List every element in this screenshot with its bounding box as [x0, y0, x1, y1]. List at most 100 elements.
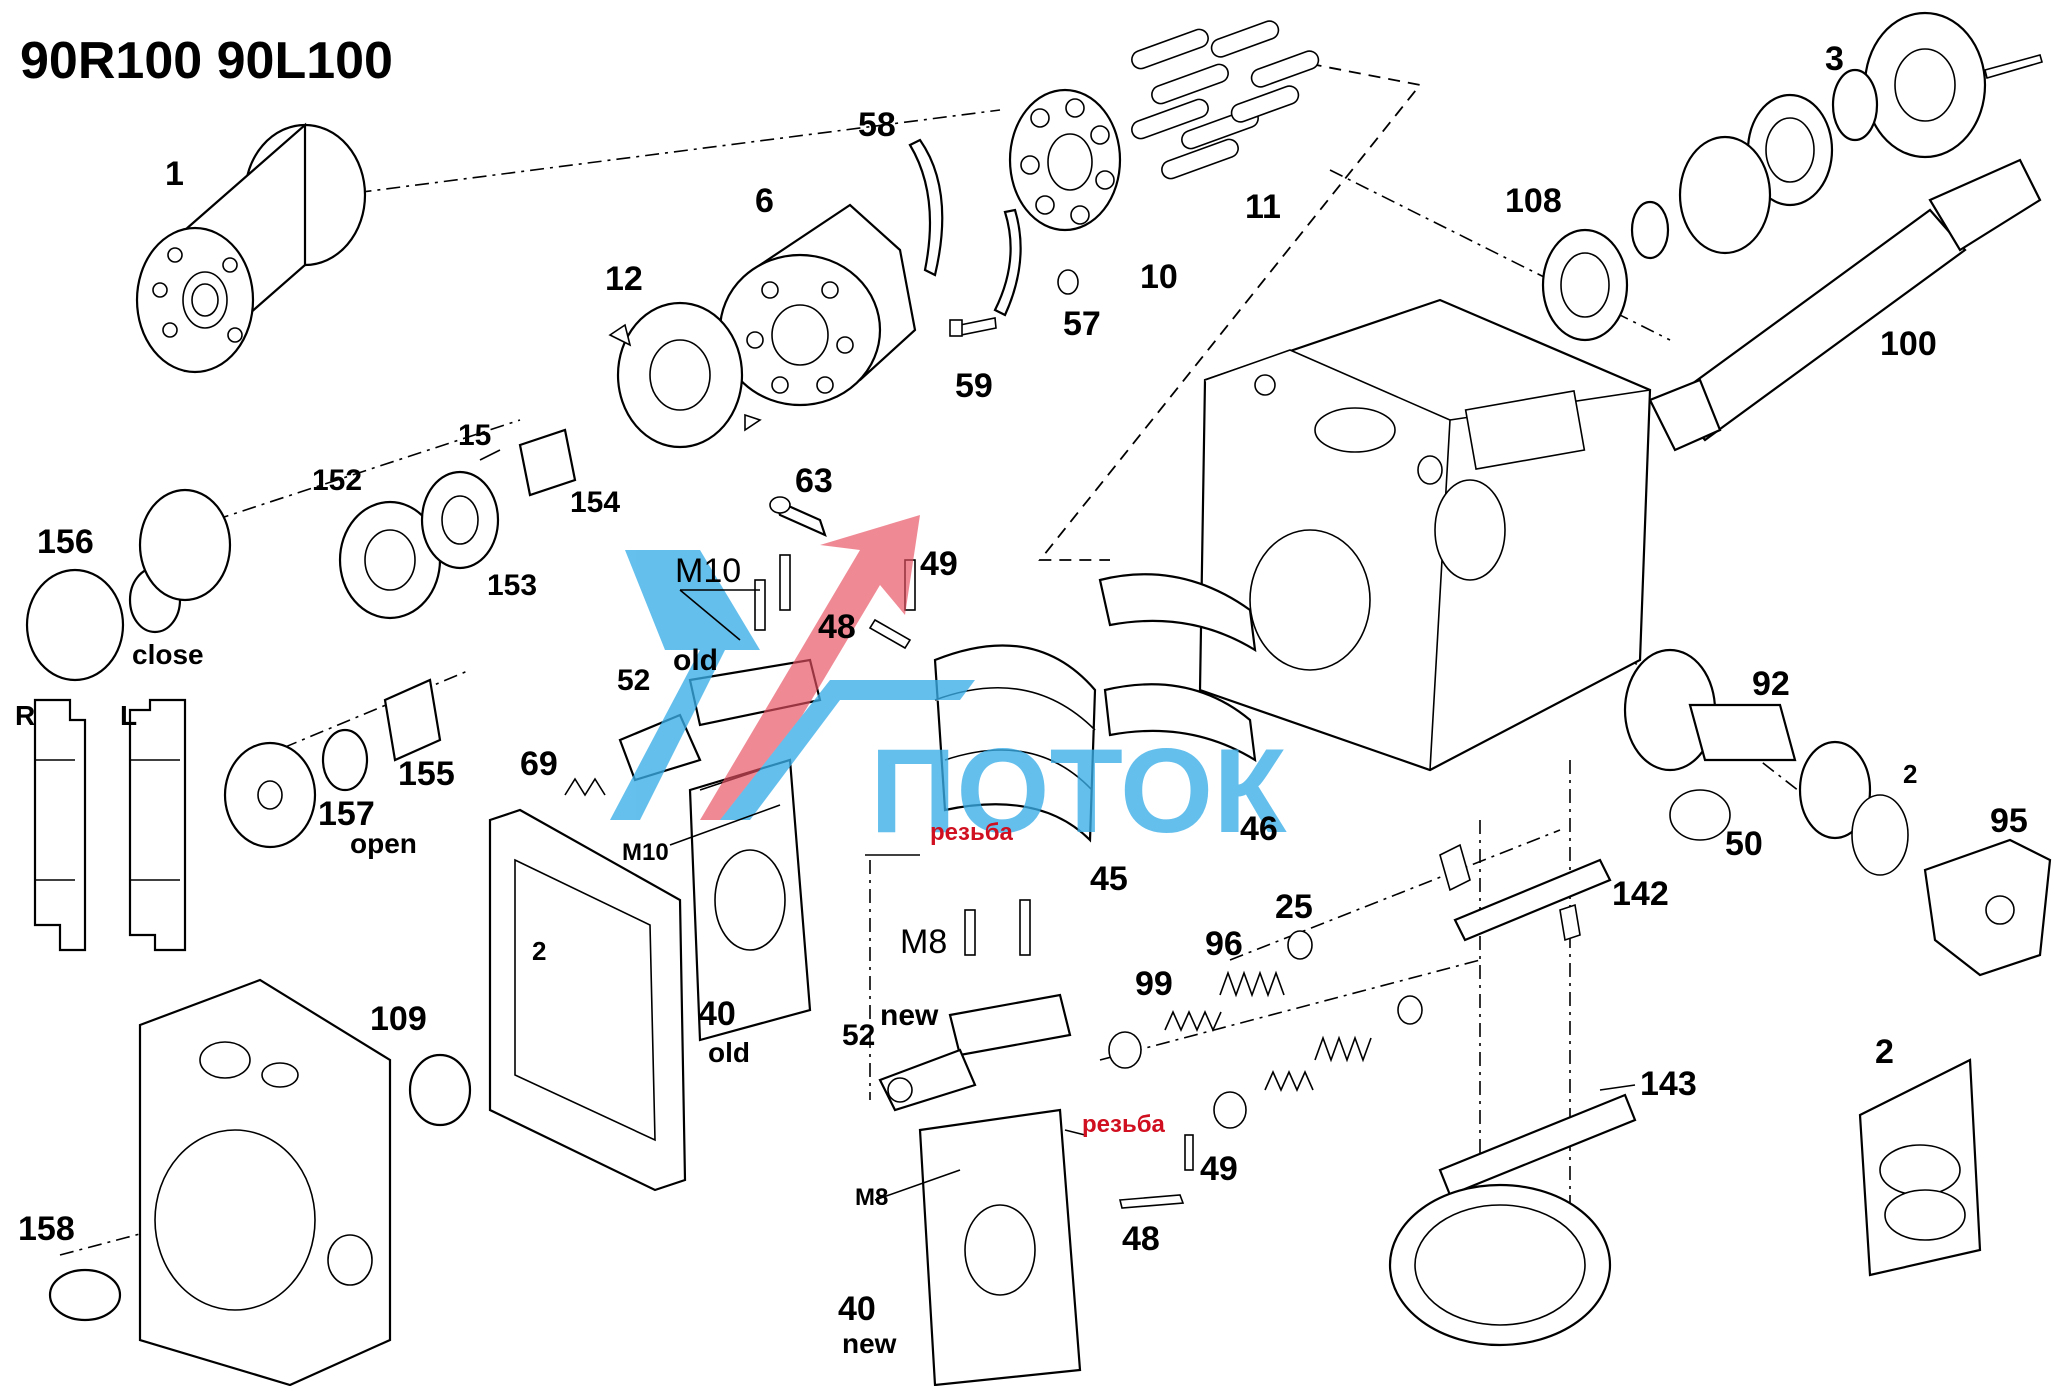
part-valve-plate-12 — [608, 301, 762, 449]
label-25: 25 — [1275, 888, 1313, 926]
part-labels: 1 6 12 58 10 11 57 59 3 108 100 15 152 1… — [15, 40, 2028, 1359]
part-seal-rings — [1630, 68, 1879, 260]
label-63: 63 — [795, 462, 833, 500]
part-bearing-108 — [1541, 228, 1629, 342]
part-cylinder-block-1 — [135, 122, 367, 374]
part-cover-156 — [25, 488, 232, 682]
label-close: close — [132, 639, 204, 670]
part-cover-157 — [223, 678, 442, 849]
label-45: 45 — [1090, 860, 1128, 898]
part-slide-143 — [1438, 1093, 1637, 1197]
label-69: 69 — [520, 745, 558, 783]
part-control-housing-40-new — [918, 1108, 1082, 1386]
part-gear-pump-152 — [338, 428, 577, 620]
label-92: 92 — [1752, 665, 1790, 703]
part-spring-69 — [564, 777, 606, 797]
part-cradle-45 — [933, 644, 1097, 843]
label-m10-top: M10 — [675, 552, 741, 590]
label-L: L — [120, 700, 137, 731]
label-m10-bottom: M10 — [622, 839, 669, 866]
label-156: 156 — [37, 523, 94, 561]
label-58: 58 — [858, 106, 896, 144]
label-143: 143 — [1640, 1065, 1697, 1103]
label-2-oring: 2 — [1903, 759, 1917, 789]
watermark-blue-arrow — [610, 550, 760, 820]
label-49-top: 49 — [920, 545, 958, 583]
label-m8-top: M8 — [900, 923, 947, 961]
section-view-R — [33, 698, 87, 952]
part-screw-59 — [949, 317, 997, 337]
label-153: 153 — [487, 569, 537, 602]
label-40-new: 40 — [838, 1290, 876, 1328]
part-cover-95 — [1923, 838, 2052, 977]
label-96: 96 — [1205, 925, 1243, 963]
watermark-text: ПОТОК — [870, 724, 1287, 858]
part-cylinder-block-6 — [718, 203, 917, 407]
part-pistons-11 — [1131, 20, 1320, 180]
watermark-blue-mark — [720, 680, 975, 820]
part-springs — [1108, 930, 1423, 1129]
label-50: 50 — [1725, 825, 1763, 863]
label-2-gasket: 2 — [532, 936, 546, 966]
part-end-cap-158 — [48, 978, 392, 1386]
label-59: 59 — [955, 367, 993, 405]
label-48-bottom: 48 — [1122, 1220, 1160, 1258]
label-15: 15 — [458, 419, 491, 452]
leader-lines — [669, 589, 1636, 1201]
label-152: 152 — [312, 464, 362, 497]
label-12: 12 — [605, 260, 643, 298]
label-3: 3 — [1825, 40, 1844, 78]
label-99: 99 — [1135, 965, 1173, 1003]
part-retainer-3 — [1863, 11, 2043, 159]
label-109: 109 — [370, 1000, 427, 1038]
label-40-new-sub: new — [842, 1328, 897, 1359]
label-thread-bottom: резьба — [1082, 1111, 1166, 1138]
label-49-bottom: 49 — [1200, 1150, 1238, 1188]
section-view-L — [128, 698, 187, 952]
label-108: 108 — [1505, 182, 1562, 220]
label-57: 57 — [1063, 305, 1101, 343]
label-155: 155 — [398, 755, 455, 793]
part-gasket-2 — [488, 808, 687, 1192]
label-11: 11 — [1245, 188, 1281, 226]
part-retainer-plate-10 — [1008, 88, 1122, 232]
label-142: 142 — [1612, 875, 1669, 913]
part-seal-kit-2 — [1858, 1058, 1982, 1277]
part-control-housing-40-old — [688, 758, 812, 1042]
watermark-logo: ПОТОК — [610, 515, 1287, 858]
label-2-kit: 2 — [1875, 1033, 1894, 1071]
label-thread-top: резьба — [930, 819, 1014, 846]
label-52-old: 52 — [617, 664, 650, 697]
label-10: 10 — [1140, 258, 1178, 296]
label-154: 154 — [570, 486, 620, 519]
part-shaft-100 — [1648, 158, 2042, 452]
label-48-top: 48 — [818, 608, 856, 646]
part-spring-clip-58 — [908, 138, 1022, 317]
label-R: R — [15, 700, 35, 731]
part-bearing-46 — [1098, 573, 1257, 763]
part-bushing-109 — [408, 1053, 472, 1127]
label-157: 157 — [318, 795, 375, 833]
part-bushing-57 — [1057, 269, 1079, 295]
label-1: 1 — [165, 155, 184, 193]
label-100: 100 — [1880, 325, 1937, 363]
label-52-new-sub: new — [880, 999, 939, 1032]
label-open: open — [350, 828, 417, 859]
label-52-old-sub: old — [673, 644, 718, 677]
part-main-housing — [1198, 298, 1652, 772]
label-158: 158 — [18, 1210, 75, 1248]
label-6: 6 — [755, 182, 774, 220]
part-plug-50 — [1669, 789, 1909, 876]
label-m8-bottom: M8 — [855, 1184, 888, 1211]
label-95: 95 — [1990, 802, 2028, 840]
part-servo-92 — [1623, 648, 1872, 840]
label-40-old-sub: old — [708, 1037, 750, 1068]
diagram-title: 90R100 90L100 — [20, 32, 393, 90]
part-base-plate — [1388, 1183, 1612, 1347]
part-bracket-142 — [1439, 843, 1612, 942]
label-40-old: 40 — [698, 995, 736, 1033]
label-52-new: 52 — [842, 1019, 875, 1052]
label-46: 46 — [1240, 810, 1278, 848]
part-lever-52-new — [878, 993, 1072, 1112]
